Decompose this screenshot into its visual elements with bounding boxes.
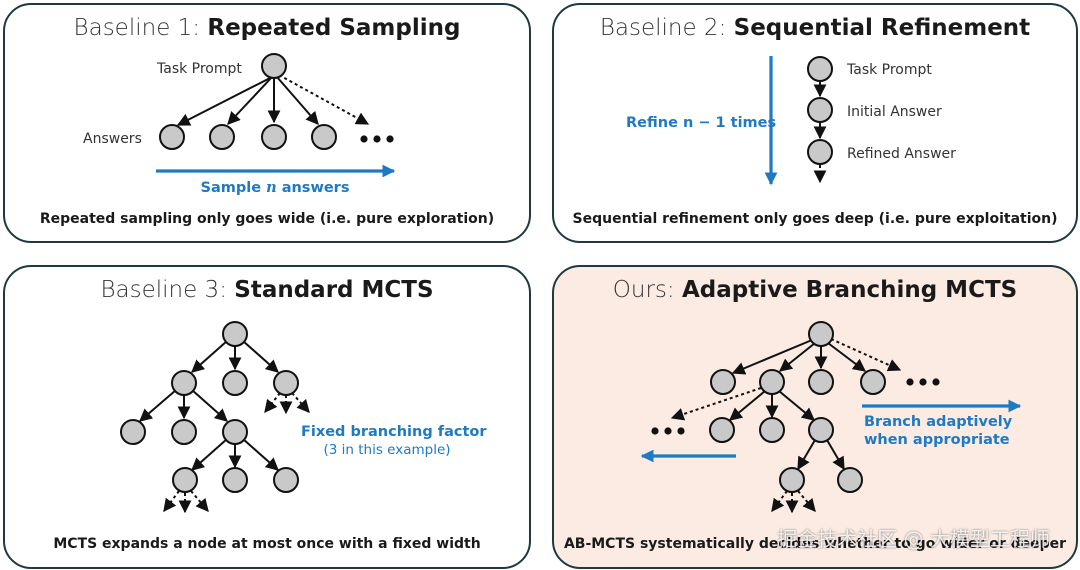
ellipsis-dot	[919, 378, 927, 386]
edge	[778, 342, 816, 372]
panel-caption: Repeated sampling only goes wide (i.e. p…	[39, 211, 495, 227]
node	[779, 467, 805, 493]
node-root	[222, 321, 248, 347]
node	[759, 369, 785, 395]
node-label-refined-answer: Refined Answer	[847, 146, 956, 162]
edge	[731, 339, 813, 375]
node-refined-answer	[807, 139, 833, 165]
fixed-branching-label: Fixed branching factor	[301, 424, 487, 440]
node-answer	[159, 124, 185, 150]
panel-sequential-refinement: Baseline 2: Sequential Refinement Refine…	[552, 3, 1078, 243]
fixed-branching-sub: (3 in this example)	[323, 442, 451, 458]
node	[759, 417, 785, 443]
node	[808, 369, 834, 395]
ellipsis-dot	[932, 378, 940, 386]
node	[222, 370, 248, 396]
node-task-prompt	[807, 56, 833, 82]
edge	[827, 342, 867, 372]
edge	[242, 340, 279, 373]
node	[808, 417, 834, 443]
task-prompt-label: Task Prompt	[157, 61, 242, 77]
edge	[191, 340, 228, 373]
edge	[826, 439, 845, 471]
answers-label: Answers	[83, 131, 142, 147]
edge-dotted	[771, 490, 788, 513]
panel-standard-mcts: Baseline 3: Standard MCTS Fixed branchin…	[3, 265, 531, 569]
ellipsis-dot	[373, 135, 381, 143]
edge-dotted	[830, 338, 902, 372]
edge	[191, 438, 228, 471]
refine-label: Refine n − 1 times	[626, 115, 777, 131]
node-root	[261, 53, 287, 79]
node	[171, 419, 197, 445]
edge	[778, 390, 816, 421]
edge-dotted	[264, 392, 281, 414]
node	[172, 467, 198, 493]
edge-dotted	[278, 74, 370, 125]
ellipsis-dot	[906, 378, 914, 386]
panel-caption: AB-MCTS systematically decides whether t…	[563, 536, 1067, 552]
edge	[176, 76, 273, 126]
edge-dotted	[291, 392, 310, 413]
edge	[242, 438, 279, 471]
panel-repeated-sampling: Baseline 1: Repeated Sampling Task Promp…	[3, 3, 531, 243]
node	[171, 370, 197, 396]
edge-dotted	[670, 387, 762, 421]
node-answer	[209, 124, 235, 150]
panel-caption: Sequential refinement only goes deep (i.…	[572, 211, 1058, 227]
edge	[797, 439, 816, 471]
node	[222, 419, 248, 445]
edge-dotted	[190, 490, 209, 512]
node-answer	[311, 124, 337, 150]
panel-title: Ours: Adaptive Branching MCTS	[612, 277, 1018, 303]
edge-dotted	[163, 490, 180, 513]
ellipsis-dot	[651, 427, 659, 435]
node	[273, 467, 299, 493]
panel3-tree	[120, 321, 310, 514]
node	[837, 467, 863, 493]
edge-dotted	[797, 490, 816, 512]
panel-caption: MCTS expands a node at most once with a …	[53, 536, 481, 552]
node-answer	[261, 124, 287, 150]
node-label-task-prompt: Task Prompt	[847, 62, 932, 78]
edge	[191, 389, 228, 422]
panel4-tree	[640, 321, 1022, 514]
node	[222, 467, 248, 493]
ellipsis-dot	[386, 135, 394, 143]
node	[120, 419, 146, 445]
node	[710, 369, 736, 395]
edge	[227, 76, 273, 125]
panel-title: Baseline 1: Repeated Sampling	[73, 15, 461, 41]
edge	[728, 390, 766, 421]
edge	[276, 76, 319, 125]
ellipsis-dot	[677, 427, 685, 435]
node-root	[808, 321, 834, 347]
ellipsis-dot	[360, 135, 368, 143]
node-initial-answer	[807, 97, 833, 123]
ellipsis-dot	[664, 427, 672, 435]
sample-arrow-label: Sample n answers	[200, 179, 350, 196]
panel-title: Baseline 2: Sequential Refinement	[599, 15, 1031, 41]
edge	[139, 389, 177, 422]
node	[709, 417, 735, 443]
panel-title: Baseline 3: Standard MCTS	[100, 277, 434, 303]
panel1-tree	[156, 53, 396, 178]
node	[273, 370, 299, 396]
watermark: 掘金技术社区 @ 大模型工程师	[777, 527, 1050, 551]
node-label-initial-answer: Initial Answer	[847, 104, 942, 120]
node	[860, 369, 886, 395]
panel2-chain	[764, 56, 833, 186]
